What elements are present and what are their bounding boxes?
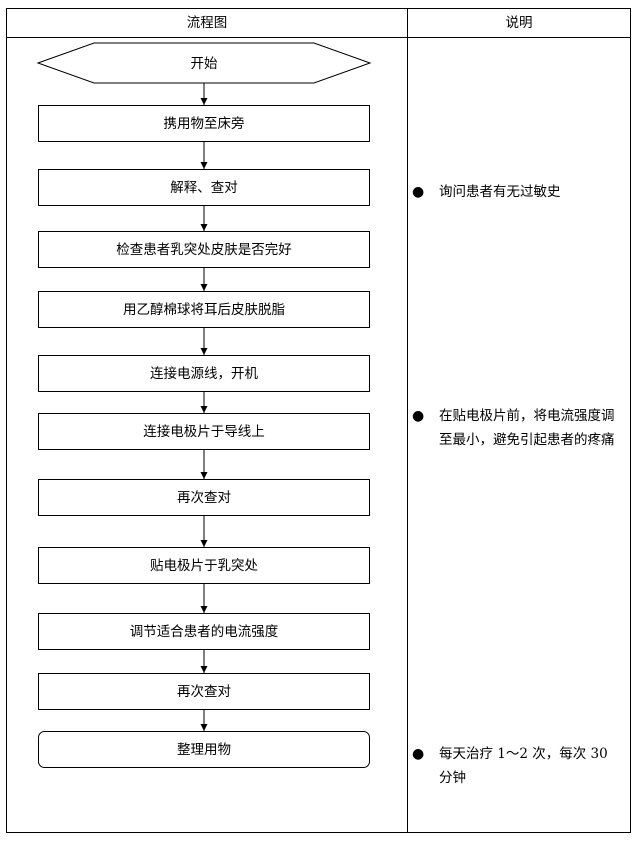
step-1-label: 携用物至床旁 [164, 115, 245, 132]
note-frequency-text: 每天治疗 1～2 次，每次 30 分钟 [439, 746, 608, 786]
step-3-label: 检查患者乳突处皮肤是否完好 [116, 242, 292, 258]
step-6-label: 连接电极片于导线上 [143, 423, 265, 440]
bullet-icon: ● [412, 408, 425, 424]
bullet-icon: ● [412, 746, 425, 762]
step-3: 检查患者乳突处皮肤是否完好 [38, 231, 370, 268]
step-start-label: 开始 [191, 56, 218, 72]
step-1: 携用物至床旁 [38, 105, 370, 142]
step-8: 贴电极片于乳突处 [38, 547, 370, 584]
step-2: 解释、查对 [38, 169, 370, 206]
table-border [6, 8, 631, 833]
step-4-label: 用乙醇棉球将耳后皮肤脱脂 [123, 301, 285, 318]
step-5: 连接电源线，开机 [38, 355, 370, 392]
step-10: 再次查对 [38, 673, 370, 710]
step-end-label: 整理用物 [177, 742, 231, 758]
step-10-label: 再次查对 [177, 684, 231, 700]
step-2-label: 解释、查对 [170, 180, 238, 196]
header-notes: 说明 [506, 15, 533, 31]
step-start: 开始 [36, 42, 372, 84]
note-frequency: ● 每天治疗 1～2 次，每次 30 分钟 [412, 742, 624, 790]
note-allergy-text: 询问患者有无过敏史 [439, 184, 561, 200]
step-9: 调节适合患者的电流强度 [38, 613, 370, 650]
note-current: ● 在贴电极片前，将电流强度调至最小，避免引起患者的疼痛 [412, 404, 624, 452]
note-allergy: ● 询问患者有无过敏史 [412, 180, 624, 204]
step-4: 用乙醇棉球将耳后皮肤脱脂 [38, 291, 370, 328]
step-9-label: 调节适合患者的电流强度 [130, 624, 279, 640]
step-8-label: 贴电极片于乳突处 [150, 558, 258, 574]
bullet-icon: ● [412, 184, 425, 200]
step-7-label: 再次查对 [177, 490, 231, 506]
header-flowchart: 流程图 [187, 15, 228, 31]
note-current-text: 在贴电极片前，将电流强度调至最小，避免引起患者的疼痛 [439, 408, 615, 448]
step-end: 整理用物 [38, 731, 370, 768]
step-7: 再次查对 [38, 479, 370, 516]
step-6: 连接电极片于导线上 [38, 413, 370, 450]
step-5-label: 连接电源线，开机 [150, 365, 258, 382]
